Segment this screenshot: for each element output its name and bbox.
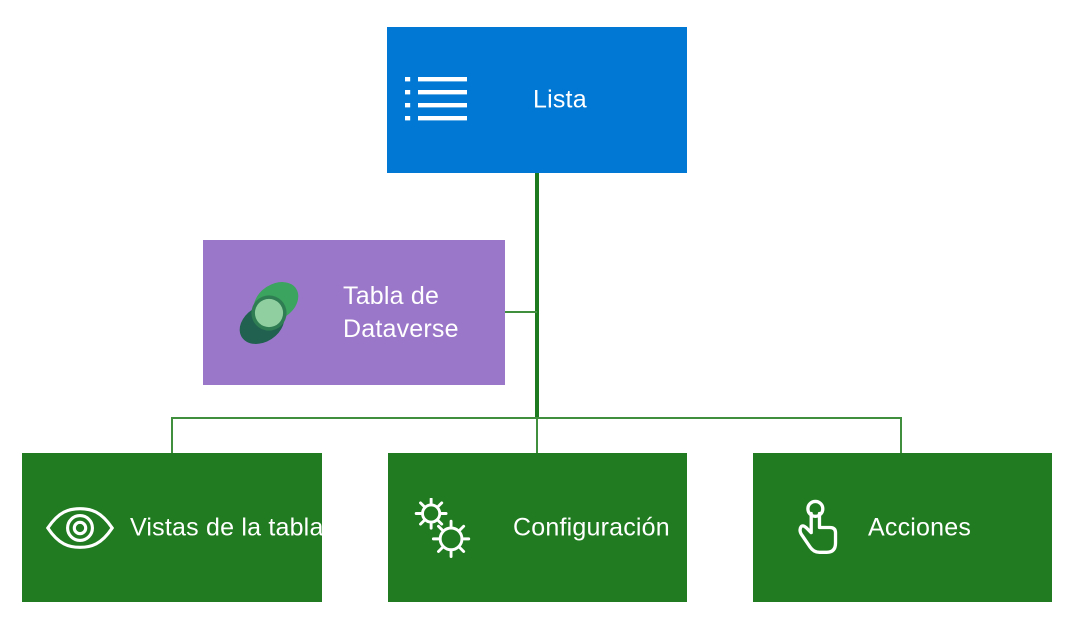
node-acciones-label: Acciones (868, 513, 972, 541)
node-lista-label: Lista (533, 85, 587, 114)
connector-stub-left (171, 419, 173, 453)
node-vistas-de-la-tabla: Vistas de la tabla (22, 453, 324, 602)
connector-dataverse-branch (505, 311, 537, 313)
node-dataverse-label: Tabla de Dataverse (343, 280, 459, 346)
node-tabla-de-dataverse: Tabla de Dataverse (203, 240, 505, 385)
node-acciones: Acciones (753, 453, 1052, 602)
list-icon (405, 77, 467, 121)
connector-distribution-line (171, 417, 902, 419)
node-dataverse-label-line1: Tabla de (343, 281, 440, 310)
node-configuracion: Configuración (388, 453, 687, 602)
connector-trunk-vertical (535, 173, 539, 419)
node-vistas-label: Vistas de la tabla (130, 513, 324, 541)
dataverse-icon (239, 281, 299, 344)
node-configuracion-label: Configuración (513, 513, 670, 541)
tap-icon (798, 499, 838, 554)
node-dataverse-label-line2: Dataverse (343, 314, 459, 343)
dataverse-center-circle (254, 298, 284, 327)
gears-icon (414, 497, 471, 558)
eye-icon (45, 506, 115, 549)
connector-stub-right (900, 419, 902, 453)
node-lista: Lista (387, 27, 687, 173)
connector-stub-middle (536, 419, 538, 453)
